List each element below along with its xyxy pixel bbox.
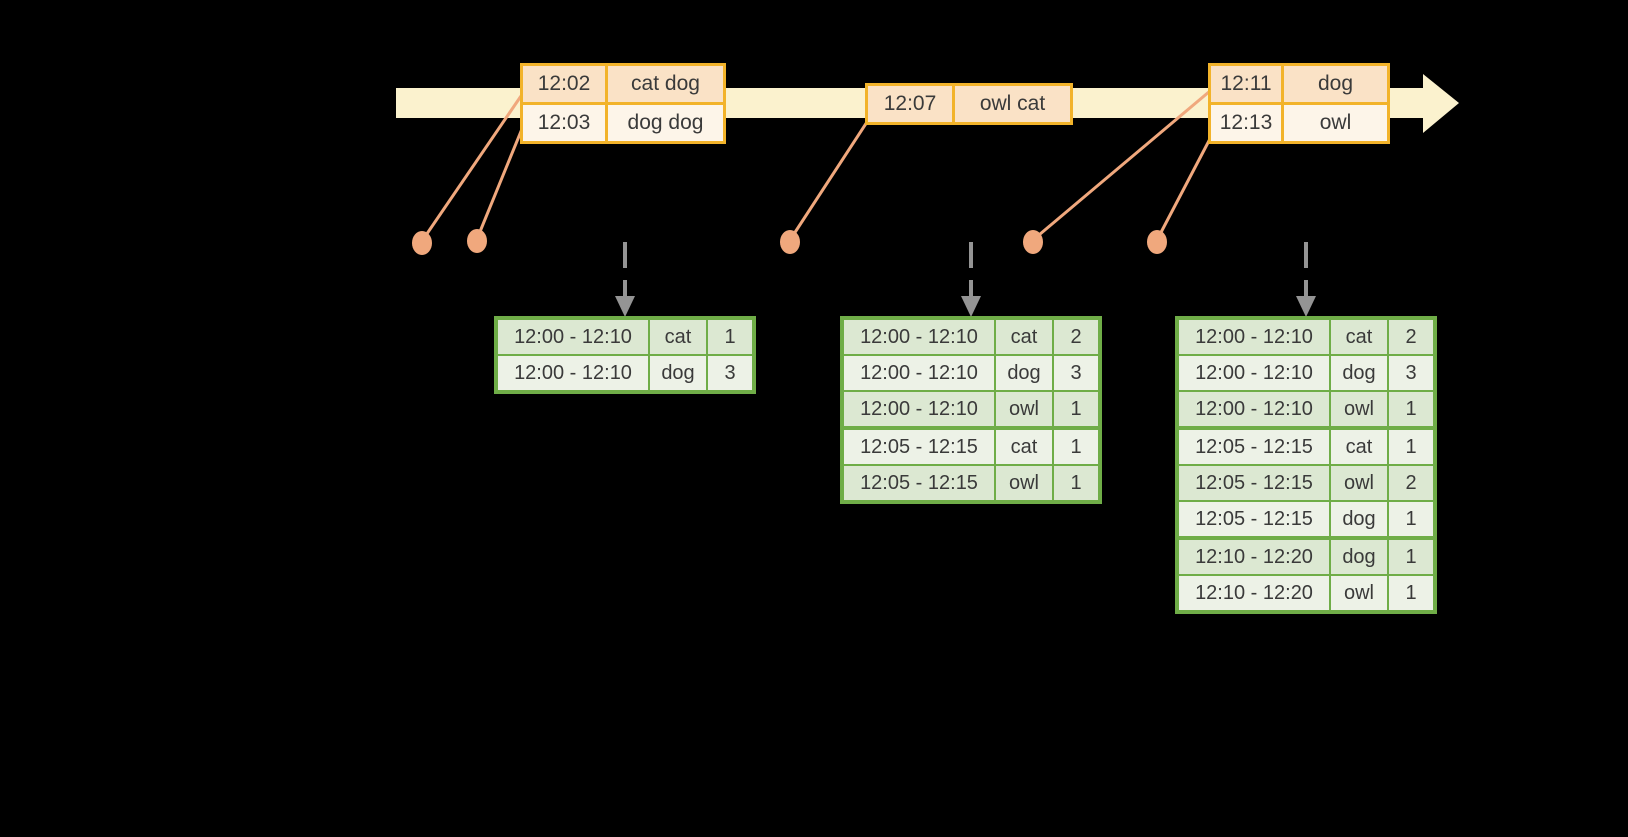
event-connector-line xyxy=(1155,134,1214,241)
batch-row: 12:13 owl xyxy=(1211,102,1387,141)
count-cell: 1 xyxy=(706,320,752,354)
word-cell: cat xyxy=(648,320,706,354)
count-cell: 2 xyxy=(1052,320,1098,354)
result-row: 12:05 - 12:15 cat 1 xyxy=(1179,426,1433,464)
result-row: 12:10 - 12:20 dog 1 xyxy=(1179,536,1433,574)
word-cell: cat xyxy=(1329,430,1387,464)
event-dot xyxy=(780,230,800,254)
window-cell: 12:00 - 12:10 xyxy=(1179,320,1329,354)
result-row: 12:05 - 12:15 cat 1 xyxy=(844,426,1098,464)
result-row: 12:00 - 12:10 dog 3 xyxy=(498,354,752,390)
event-connector-line xyxy=(1032,89,1211,242)
result-table-2: 12:00 - 12:10 cat 2 12:00 - 12:10 dog 3 … xyxy=(840,316,1102,504)
window-cell: 12:00 - 12:10 xyxy=(498,356,648,390)
word-cell: owl xyxy=(994,392,1052,426)
batch-row: 12:07 owl cat xyxy=(868,86,1070,122)
window-cell: 12:05 - 12:15 xyxy=(1179,502,1329,536)
result-row: 12:10 - 12:20 owl 1 xyxy=(1179,574,1433,610)
arrow-down-icon xyxy=(961,296,981,317)
count-cell: 3 xyxy=(1052,356,1098,390)
event-words-cell: owl xyxy=(1281,105,1387,141)
event-time-cell: 12:11 xyxy=(1211,66,1281,102)
window-cell: 12:05 - 12:15 xyxy=(844,466,994,500)
word-cell: owl xyxy=(1329,392,1387,426)
window-cell: 12:00 - 12:10 xyxy=(1179,356,1329,390)
event-words-cell: owl cat xyxy=(952,86,1070,122)
event-connector-line xyxy=(788,121,869,241)
result-row: 12:05 - 12:15 owl 2 xyxy=(1179,464,1433,500)
count-cell: 1 xyxy=(1387,392,1433,426)
count-cell: 3 xyxy=(706,356,752,390)
result-row: 12:00 - 12:10 owl 1 xyxy=(1179,390,1433,426)
input-batch-table-1: 12:02 cat dog 12:03 dog dog xyxy=(520,63,726,144)
result-table-3: 12:00 - 12:10 cat 2 12:00 - 12:10 dog 3 … xyxy=(1175,316,1437,614)
count-cell: 1 xyxy=(1387,576,1433,610)
event-time-cell: 12:02 xyxy=(523,66,605,102)
input-batch-table-3: 12:11 dog 12:13 owl xyxy=(1208,63,1390,144)
batch-row: 12:03 dog dog xyxy=(523,102,723,141)
window-cell: 12:10 - 12:20 xyxy=(1179,540,1329,574)
window-cell: 12:00 - 12:10 xyxy=(1179,392,1329,426)
word-cell: cat xyxy=(1329,320,1387,354)
window-cell: 12:05 - 12:15 xyxy=(1179,430,1329,464)
count-cell: 1 xyxy=(1387,430,1433,464)
result-row: 12:00 - 12:10 dog 3 xyxy=(844,354,1098,390)
word-cell: dog xyxy=(648,356,706,390)
batch-row: 12:02 cat dog xyxy=(523,66,723,102)
count-cell: 1 xyxy=(1387,540,1433,574)
word-cell: dog xyxy=(1329,502,1387,536)
window-cell: 12:00 - 12:10 xyxy=(844,320,994,354)
window-cell: 12:05 - 12:15 xyxy=(1179,466,1329,500)
window-cell: 12:00 - 12:10 xyxy=(844,392,994,426)
result-row: 12:00 - 12:10 cat 2 xyxy=(1179,320,1433,354)
result-row: 12:00 - 12:10 dog 3 xyxy=(1179,354,1433,390)
count-cell: 2 xyxy=(1387,320,1433,354)
count-cell: 2 xyxy=(1387,466,1433,500)
event-time-axis-arrowhead-icon xyxy=(1423,74,1459,133)
event-connector-line xyxy=(475,123,526,240)
word-cell: dog xyxy=(994,356,1052,390)
result-row: 12:05 - 12:15 owl 1 xyxy=(844,464,1098,500)
arrow-down-icon xyxy=(1296,296,1316,317)
event-dot xyxy=(412,231,432,255)
window-cell: 12:00 - 12:10 xyxy=(498,320,648,354)
count-cell: 1 xyxy=(1052,392,1098,426)
count-cell: 1 xyxy=(1052,430,1098,464)
event-time-cell: 12:03 xyxy=(523,105,605,141)
result-row: 12:00 - 12:10 cat 1 xyxy=(498,320,752,354)
input-batch-table-2: 12:07 owl cat xyxy=(865,83,1073,125)
event-dot xyxy=(1147,230,1167,254)
word-cell: cat xyxy=(994,320,1052,354)
event-dot xyxy=(1023,230,1043,254)
result-table-1: 12:00 - 12:10 cat 1 12:00 - 12:10 dog 3 xyxy=(494,316,756,394)
count-cell: 1 xyxy=(1052,466,1098,500)
count-cell: 3 xyxy=(1387,356,1433,390)
event-words-cell: dog dog xyxy=(605,105,723,141)
batch-row: 12:11 dog xyxy=(1211,66,1387,102)
trigger-arrow xyxy=(1296,242,1316,317)
event-connector-line xyxy=(420,95,523,242)
word-cell: dog xyxy=(1329,540,1387,574)
word-cell: owl xyxy=(1329,466,1387,500)
word-cell: cat xyxy=(994,430,1052,464)
result-row: 12:05 - 12:15 dog 1 xyxy=(1179,500,1433,536)
trigger-arrow xyxy=(615,242,635,317)
window-cell: 12:10 - 12:20 xyxy=(1179,576,1329,610)
event-words-cell: dog xyxy=(1281,66,1387,102)
count-cell: 1 xyxy=(1387,502,1433,536)
window-cell: 12:00 - 12:10 xyxy=(844,356,994,390)
event-time-cell: 12:07 xyxy=(868,86,952,122)
result-row: 12:00 - 12:10 cat 2 xyxy=(844,320,1098,354)
event-dot xyxy=(467,229,487,253)
word-cell: owl xyxy=(1329,576,1387,610)
trigger-arrow xyxy=(961,242,981,317)
word-cell: dog xyxy=(1329,356,1387,390)
window-cell: 12:05 - 12:15 xyxy=(844,430,994,464)
arrow-down-icon xyxy=(615,296,635,317)
event-words-cell: cat dog xyxy=(605,66,723,102)
result-row: 12:00 - 12:10 owl 1 xyxy=(844,390,1098,426)
event-time-cell: 12:13 xyxy=(1211,105,1281,141)
word-cell: owl xyxy=(994,466,1052,500)
